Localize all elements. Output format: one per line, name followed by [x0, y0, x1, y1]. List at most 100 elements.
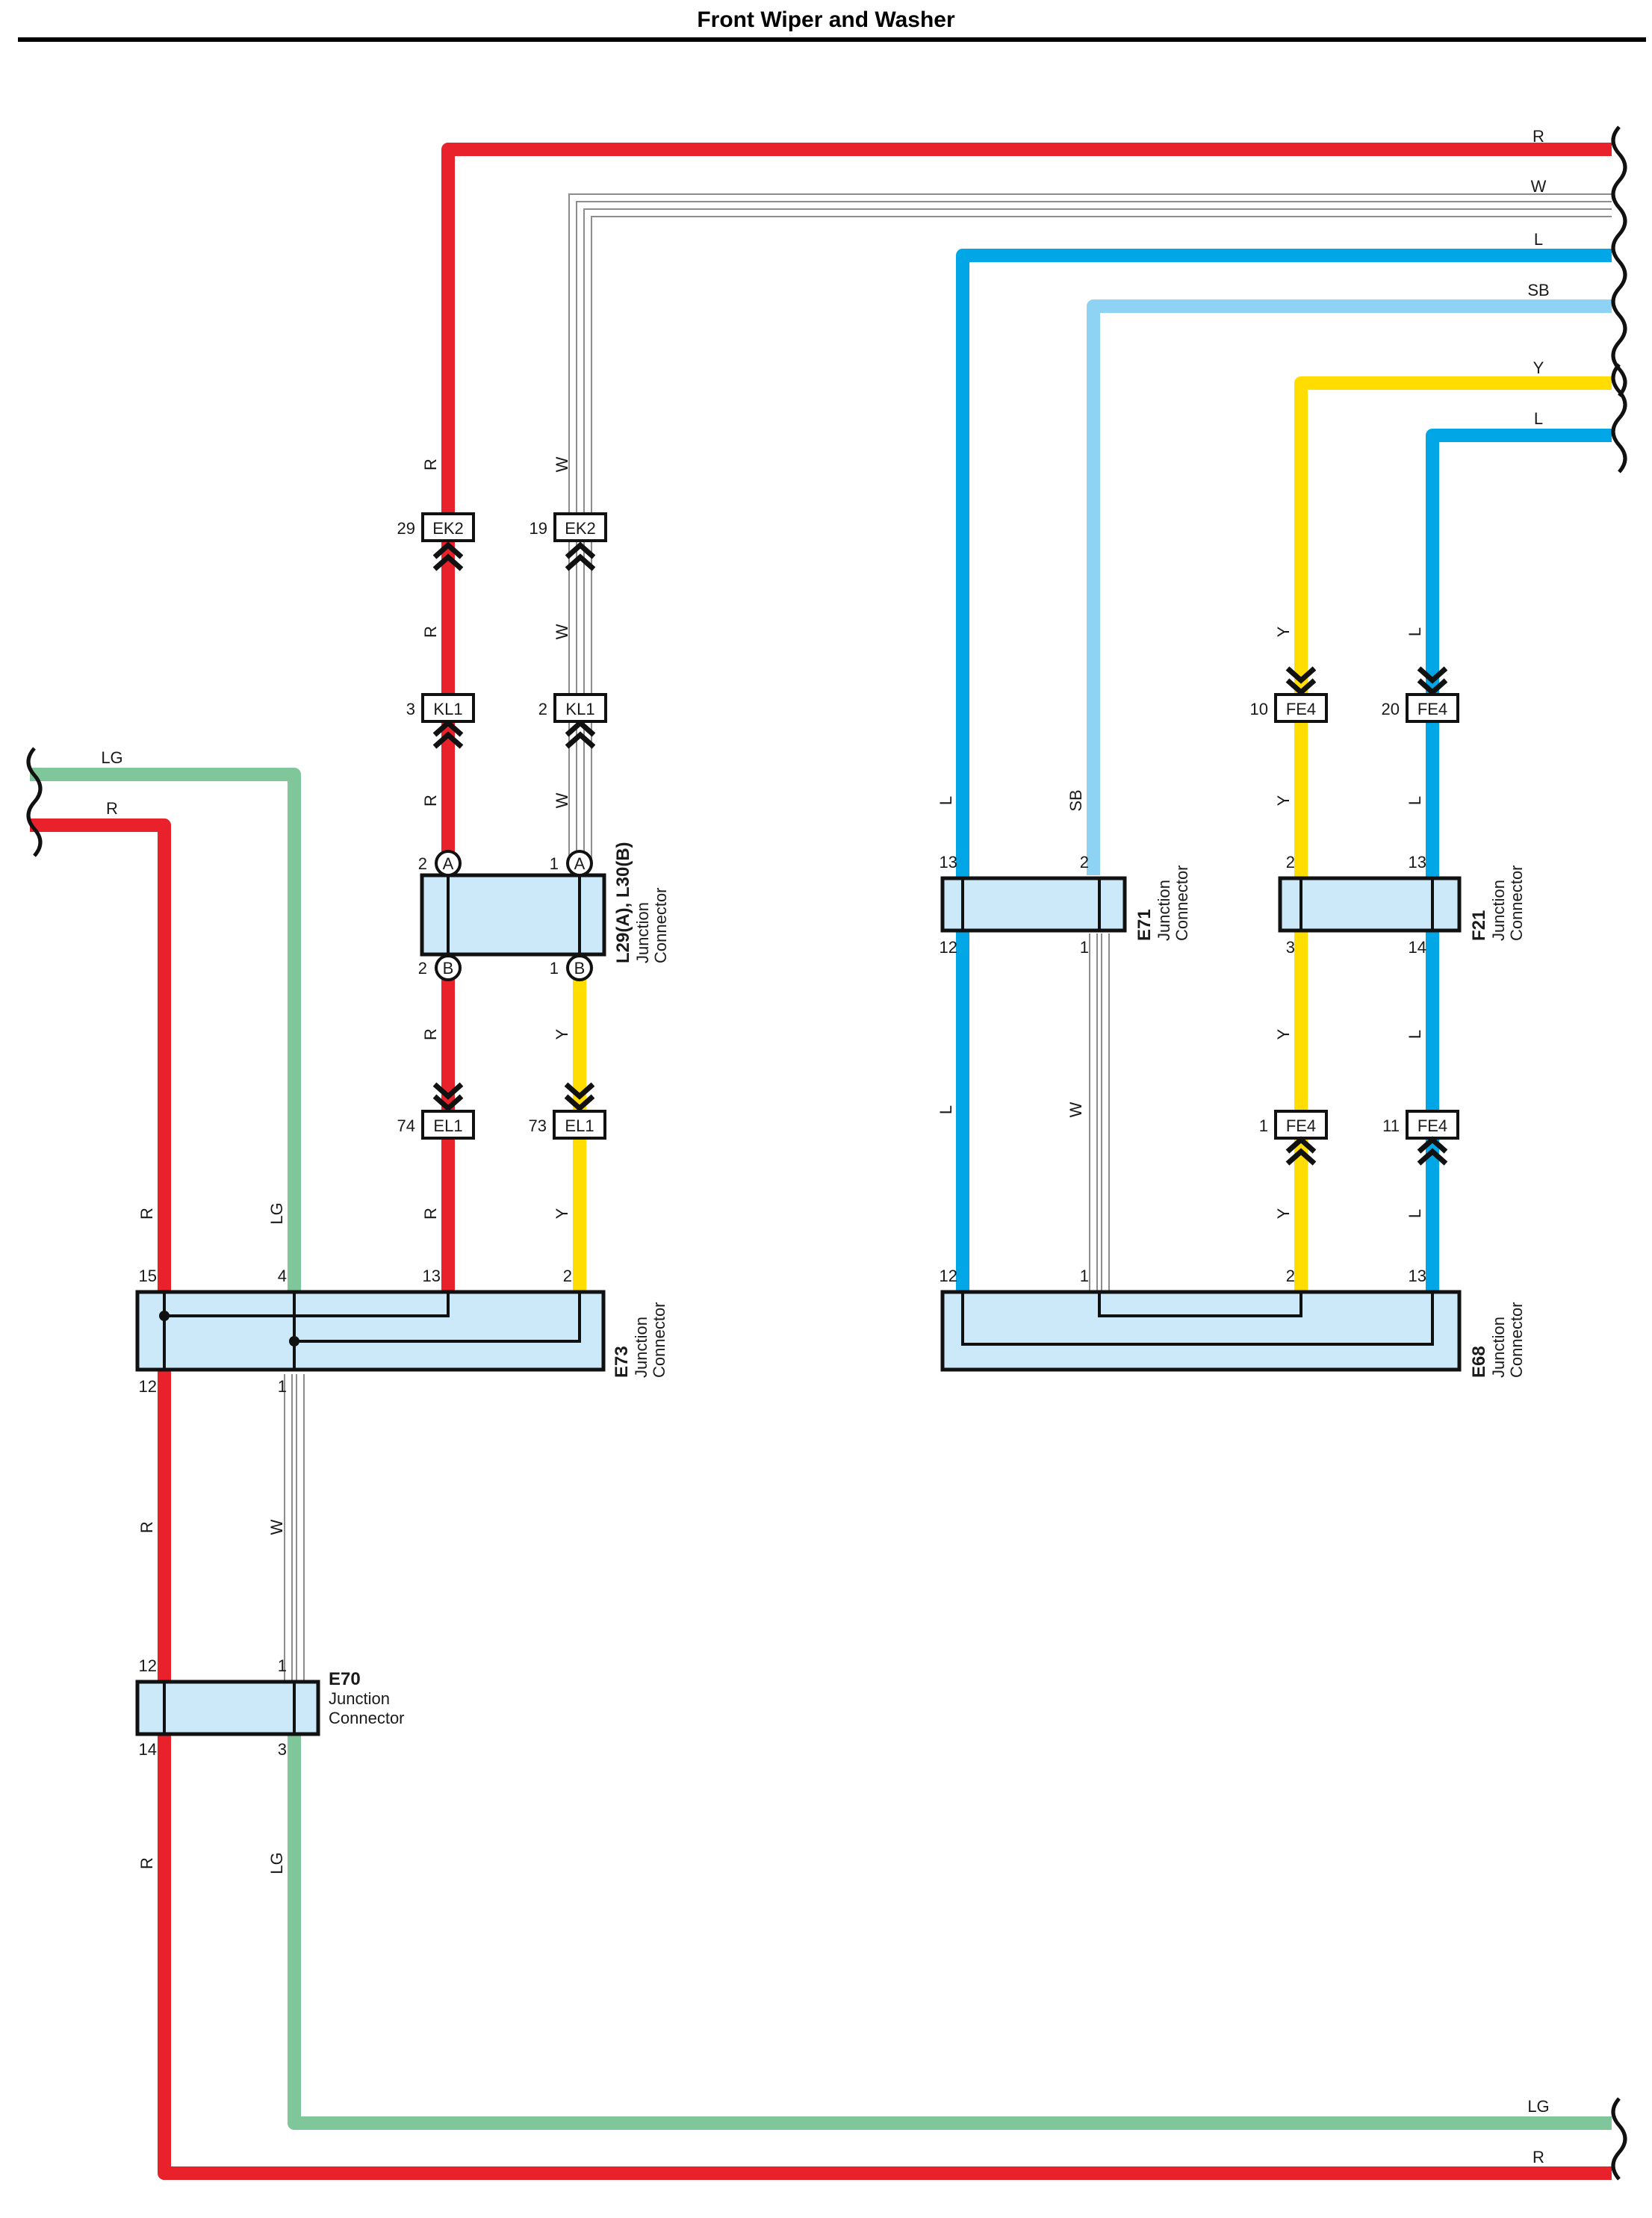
wire-label-r-v1: R [421, 459, 440, 470]
wire-w-top-core [570, 195, 1612, 515]
connector-e73: 15 4 13 2 12 1 E73 Junction Connector [135, 1267, 668, 1396]
wire-label-w-v3: W [553, 792, 571, 808]
wire-label-w-v1: W [553, 456, 571, 472]
ek2-box-w [553, 512, 607, 542]
f21-pin-3: 3 [1286, 938, 1295, 957]
wire-label-r-v4: R [421, 1028, 440, 1040]
e68-body [940, 1290, 1462, 1372]
wire-label-sb-v1: SB [1066, 789, 1085, 811]
fe4-code-y-bottom: FE4 [1286, 1116, 1316, 1135]
break-symbol-right-lower [1611, 363, 1627, 473]
wire-label-sb-top: SB [1527, 281, 1549, 299]
wire-label-r-left: R [106, 799, 118, 818]
wire-label-l-v2: L [937, 1105, 955, 1114]
connector-f21: 2 13 3 14 F21 Junction Connector [1278, 853, 1526, 957]
wire-label-lg-bottom: LG [1527, 2097, 1549, 2116]
wire-label-l-v6: L [1406, 1209, 1424, 1218]
wire-r-left [30, 818, 1612, 2180]
wire-label-r-top: R [1533, 127, 1544, 146]
e68-pin-12: 12 [940, 1267, 957, 1285]
l29-tag-b-left: B [443, 959, 454, 978]
e71-pin-12: 12 [940, 938, 957, 957]
wire-y-top [1294, 376, 1612, 695]
l29-tag-a-right: A [574, 854, 586, 873]
l29-pin-num-a-left: 2 [418, 854, 427, 873]
wire-label-y-v5: Y [1274, 1028, 1293, 1040]
e73-desc1: Junction [632, 1317, 650, 1378]
e68-pin-13: 13 [1409, 1267, 1426, 1285]
l29-pin-b-left [435, 954, 462, 981]
title-rule [18, 37, 1646, 42]
wire-sb-top [1087, 299, 1612, 875]
e70-pin-1: 1 [278, 1656, 287, 1675]
e73-desc2: Connector [650, 1302, 668, 1378]
wire-l-top [956, 249, 1612, 1290]
e73-body [135, 1290, 606, 1372]
break-symbol-right-bottom [1611, 2097, 1627, 2181]
e68-desc1: Junction [1489, 1317, 1508, 1378]
wire-label-r-v2: R [421, 626, 440, 638]
f21-desc2: Connector [1507, 865, 1526, 941]
connector-e71: 13 2 12 1 E71 Junction Connector [940, 853, 1191, 957]
wire-layer [30, 143, 1612, 2180]
f21-desc1: Junction [1489, 880, 1508, 941]
e68-pin-2: 2 [1286, 1267, 1295, 1285]
wire-label-l-top: L [1534, 230, 1543, 249]
l29-body [420, 873, 606, 957]
el1-code-r: EL1 [433, 1116, 462, 1135]
connector-kl1: KL1 3 KL1 2 [406, 693, 607, 747]
el1-box-y [553, 1110, 606, 1140]
kl1-box-r [421, 693, 475, 723]
connector-l29-l30: A A B B 2 1 2 1 L29(A), L30(B) Junction … [418, 842, 670, 981]
ek2-pin-r: 29 [397, 519, 415, 538]
e73-pin-2: 2 [563, 1267, 572, 1285]
fe4-pin-l-top: 20 [1382, 700, 1400, 718]
l29-pin-num-a-right: 1 [550, 854, 559, 873]
fe4-code-l-top: FE4 [1417, 700, 1447, 718]
e70-pin-12: 12 [139, 1656, 157, 1675]
wire-label-y-v6: Y [1274, 1208, 1293, 1219]
kl1-code-w: KL1 [565, 700, 594, 718]
wire-label-w-top: W [1531, 177, 1547, 196]
kl1-pin-w: 2 [538, 700, 547, 718]
wire-label-lg-v1: LG [267, 1202, 286, 1224]
kl1-pin-r: 3 [406, 700, 415, 718]
f21-pin-14: 14 [1409, 938, 1426, 957]
ek2-code-r: EK2 [432, 519, 464, 538]
e71-pin-1: 1 [1080, 938, 1089, 957]
wire-label-r-v8: R [137, 1857, 156, 1869]
e70-body [135, 1680, 320, 1736]
el1-code-y: EL1 [565, 1116, 594, 1135]
wire-label-r-bottom: R [1533, 2148, 1544, 2166]
f21-pin-2: 2 [1286, 853, 1295, 872]
e68-pin-1: 1 [1080, 1267, 1089, 1285]
wire-lg-bottom [288, 1733, 1612, 2130]
e71-body [940, 876, 1127, 933]
el1-pin-r: 74 [397, 1116, 415, 1135]
l29-pin-b-right [566, 954, 593, 981]
fe4-code-y-top: FE4 [1286, 700, 1316, 718]
el1-box-r [421, 1110, 475, 1140]
kl1-code-r: KL1 [433, 700, 462, 718]
e71-pin-2: 2 [1080, 853, 1089, 872]
kl1-box-w [553, 693, 607, 723]
e70-desc1: Junction [329, 1689, 390, 1708]
e70-pin-14: 14 [139, 1740, 157, 1759]
e71-desc1: Junction [1155, 880, 1173, 941]
l29-name: L29(A), L30(B) [613, 842, 633, 963]
wire-label-l-v4: L [1406, 796, 1424, 805]
e73-pin-15: 15 [139, 1267, 157, 1285]
wire-label-w-v4: W [1066, 1102, 1085, 1117]
l29-pin-a-left [435, 850, 462, 877]
fe4-box-l-bottom [1406, 1110, 1459, 1140]
fe4-pin-l-bottom: 11 [1382, 1116, 1400, 1135]
wire-r-top [441, 143, 1612, 515]
el1-pin-y: 73 [529, 1116, 547, 1135]
wire-label-w-v2: W [553, 624, 571, 639]
wire-label-l-v5: L [1406, 1030, 1424, 1039]
fe4-pin-y-top: 10 [1250, 700, 1268, 718]
fe4-pin-y-bottom: 1 [1259, 1116, 1268, 1135]
fe4-box-y-top [1274, 693, 1328, 723]
fe4-box-l-top [1406, 693, 1459, 723]
